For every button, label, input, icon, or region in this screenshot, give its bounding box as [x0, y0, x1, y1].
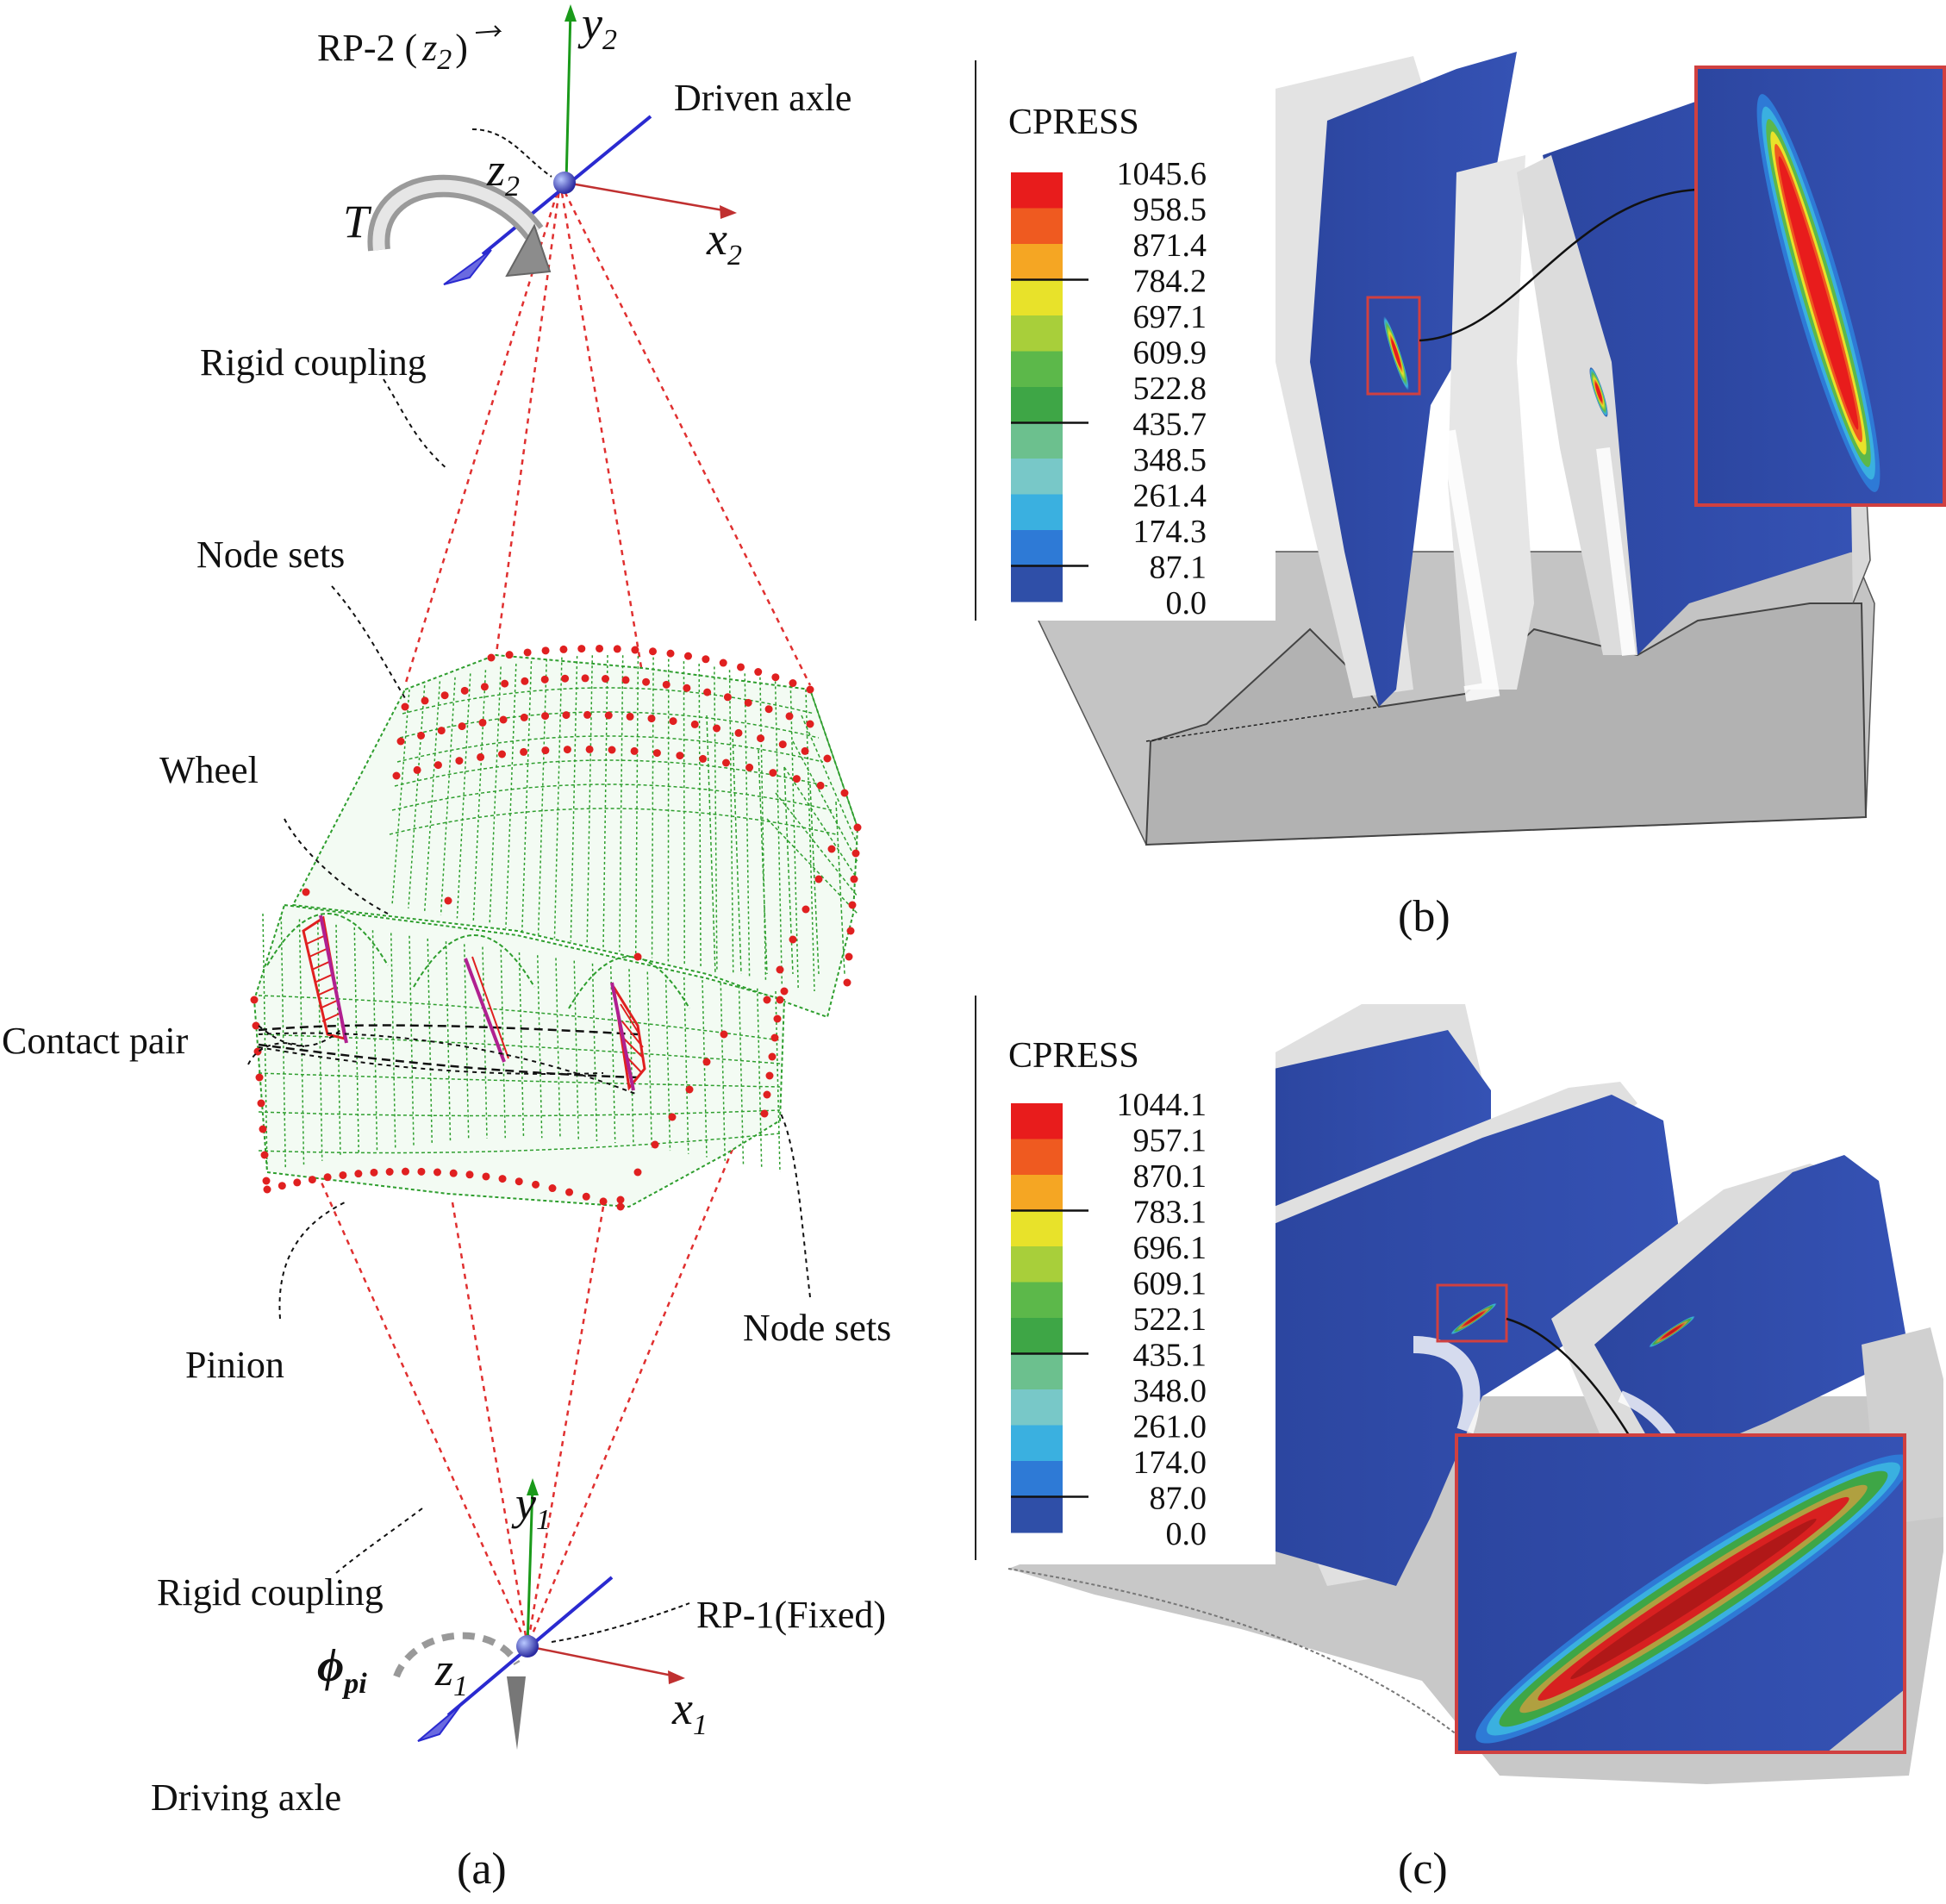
colorbar-value: 957.1: [1133, 1123, 1207, 1159]
panel-c-contact-pressure: CPRESS 1044.1957.1870.1783.1696.1609.152…: [975, 996, 1943, 1894]
colorbar-value: 609.1: [1133, 1266, 1207, 1302]
wheel-label: Wheel: [159, 749, 259, 791]
colorbar-value: 522.1: [1133, 1302, 1207, 1338]
top-reference-point: [367, 4, 737, 285]
colorbar-value: 435.7: [1133, 407, 1207, 443]
colorbar-band: [1011, 279, 1063, 316]
z2-axis-label: z2: [486, 144, 520, 203]
driving-axle-label: Driving axle: [151, 1776, 341, 1819]
gear-mesh: [253, 653, 859, 1208]
panel-b-zoom-window: [1694, 66, 1946, 507]
colorbar-band: [1011, 244, 1063, 280]
colorbar-value: 784.2: [1133, 264, 1207, 300]
colorbar-band: [1011, 1210, 1063, 1247]
colorbar-band: [1011, 565, 1063, 602]
colorbar-band: [1011, 530, 1063, 566]
contact-pair-patches: [302, 915, 646, 1091]
patch-b-zoom-box: [1366, 296, 1421, 396]
colorbar-band: [1011, 1318, 1063, 1354]
colorbar-value: 1045.6: [1117, 156, 1207, 192]
colorbar-value: 0.0: [1166, 585, 1207, 621]
colorbar-value: 870.1: [1133, 1158, 1207, 1195]
colorbar-value: 435.1: [1133, 1338, 1207, 1374]
y1-axis-label: y1: [511, 1477, 551, 1536]
colorbar-band: [1011, 1246, 1063, 1283]
panel-c-colorbar: 1044.1957.1870.1783.1696.1609.1522.1435.…: [1011, 1087, 1207, 1552]
colorbar-value: 871.4: [1133, 228, 1207, 264]
colorbar-band: [1011, 1353, 1063, 1390]
colorbar-band: [1011, 1103, 1063, 1139]
colorbar-value: 609.9: [1133, 335, 1207, 371]
contact-pair-label: Contact pair: [2, 1020, 189, 1062]
colorbar-value: 261.4: [1133, 478, 1207, 515]
colorbar-value: 174.0: [1133, 1445, 1207, 1481]
colorbar-band: [1011, 1282, 1063, 1319]
colorbar-band: [1011, 1496, 1063, 1533]
colorbar-band: [1011, 208, 1063, 245]
colorbar-value: 87.1: [1150, 550, 1207, 586]
colorbar-value: 1044.1: [1117, 1087, 1207, 1123]
z1-axis-label: z1: [434, 1644, 468, 1702]
node-sets: [250, 644, 862, 1211]
colorbar-band: [1011, 387, 1063, 423]
panel-a-fe-model: RP-2 (z2) Driven axle y2 z2 x2 T Rigid c…: [2, 0, 891, 1894]
node-sets-top-label: Node sets: [196, 534, 345, 576]
panel-a-caption: (a): [457, 1845, 507, 1894]
colorbar-value: 697.1: [1133, 299, 1207, 335]
colorbar-value: 261.0: [1133, 1409, 1207, 1445]
pinion-label: Pinion: [185, 1344, 284, 1386]
panel-c-caption: (c): [1398, 1845, 1448, 1894]
colorbar-band: [1011, 1425, 1063, 1462]
colorbar-band: [1011, 351, 1063, 388]
rp1-label: RP-1(Fixed): [696, 1594, 886, 1636]
bottom-reference-point: [393, 1478, 690, 1750]
panel-c-zoom-window: [1455, 1433, 1906, 1754]
colorbar-band: [1011, 1175, 1063, 1211]
leader-lines: [247, 378, 811, 1574]
y2-axis-label: y2: [577, 0, 617, 56]
colorbar-value: 958.5: [1133, 192, 1207, 228]
colorbar-value: 87.0: [1150, 1481, 1207, 1517]
colorbar-band: [1011, 1139, 1063, 1176]
panel-b-legend-title: CPRESS: [1008, 103, 1139, 142]
phi-label: ϕpi: [317, 1639, 367, 1700]
colorbar-value: 696.1: [1133, 1230, 1207, 1266]
panel-c-legend-title: CPRESS: [1008, 1036, 1139, 1076]
colorbar-band: [1011, 172, 1063, 209]
colorbar-band: [1011, 494, 1063, 531]
x1-axis-label: x1: [671, 1682, 708, 1741]
rp2-label: RP-2 (z2): [317, 27, 468, 76]
panel-b-colorbar: 1045.6958.5871.4784.2697.1609.9522.8435.…: [1011, 156, 1207, 621]
colorbar-band: [1011, 422, 1063, 459]
panel-b-contact-pressure: CPRESS 1045.6958.5871.4784.2697.1609.952…: [975, 52, 1946, 941]
node-sets-bottom-label: Node sets: [743, 1307, 891, 1349]
torque-label: T: [343, 196, 372, 247]
x2-axis-label: x2: [706, 213, 742, 272]
driven-axle-label: Driven axle: [674, 77, 851, 119]
colorbar-value: 348.0: [1133, 1373, 1207, 1409]
colorbar-value: 522.8: [1133, 371, 1207, 407]
colorbar-band: [1011, 315, 1063, 352]
panel-b-caption: (b): [1398, 892, 1450, 941]
colorbar-band: [1011, 1461, 1063, 1497]
rigid-coupling-top-label: Rigid coupling: [200, 341, 427, 384]
vector-hat-icon: [475, 25, 502, 37]
rigid-coupling-bottom-label: Rigid coupling: [157, 1571, 384, 1614]
colorbar-value: 0.0: [1166, 1516, 1207, 1552]
colorbar-value: 783.1: [1133, 1195, 1207, 1231]
colorbar-band: [1011, 459, 1063, 495]
colorbar-value: 348.5: [1133, 442, 1207, 478]
patch-c-zoom-box: [1436, 1283, 1508, 1343]
colorbar-band: [1011, 1389, 1063, 1426]
colorbar-value: 174.3: [1133, 514, 1207, 550]
